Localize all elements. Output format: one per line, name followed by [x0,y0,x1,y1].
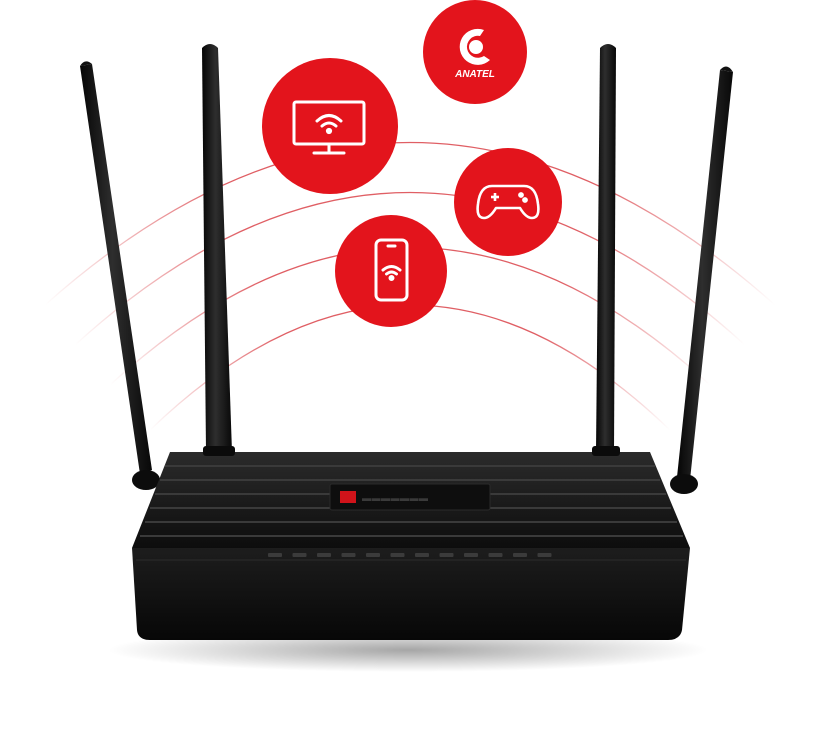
brand-logo-icon [340,491,356,503]
antenna-right-outer [670,66,733,494]
led-indicator [464,553,478,557]
signal-wave-outer [44,141,776,306]
led-indicator-row [268,553,552,557]
led-indicator [537,553,552,557]
led-indicator [366,553,380,557]
gamepad-badge [454,148,562,256]
brand-wordmark: ▬▬▬▬▬▬▬ [362,493,429,503]
led-indicator [317,553,331,557]
led-indicator [513,553,527,557]
led-indicator [390,553,405,557]
led-indicator [488,553,503,557]
gamepad-icon [476,184,540,220]
led-indicator [292,553,307,557]
wifi-tv-icon [292,100,366,155]
router-front-panel [132,548,690,640]
led-indicator [439,553,454,557]
signal-wave-2 [74,192,746,346]
led-indicator [341,553,356,557]
antenna-left-inner [202,44,235,456]
router-body: ▬▬▬▬▬▬▬ [132,452,690,640]
antenna-right-inner [592,44,620,456]
antenna-left-outer [80,61,160,490]
wifi-smartphone-icon [374,238,409,302]
brand-plate [329,483,491,511]
anatel-badge: ANATEL [423,0,527,104]
wifi-smartphone-badge [335,215,447,327]
led-indicator [415,553,429,557]
anatel-label: ANATEL [454,69,495,80]
wifi-tv-badge [262,58,398,194]
led-indicator [268,553,282,557]
anatel-logo-icon [459,28,490,65]
